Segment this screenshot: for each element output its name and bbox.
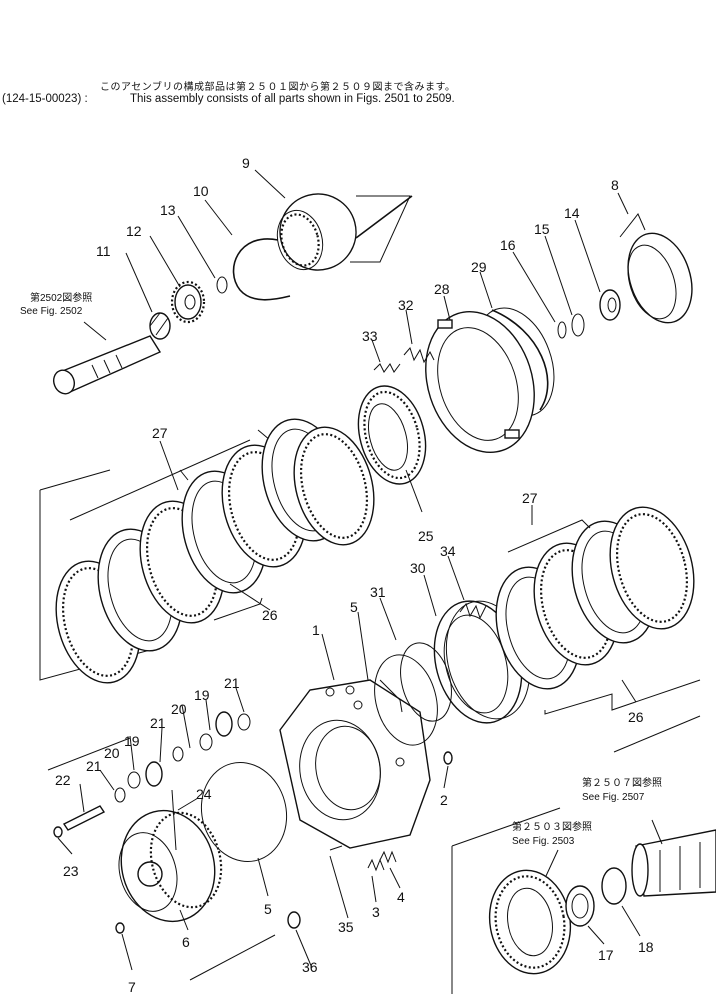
part-24-pin-drawing (171, 789, 177, 851)
part-35-pin-drawing (329, 845, 343, 851)
callout-25: 25 (418, 528, 434, 544)
header-japanese-note: このアセンブリの構成部品は第２５０１図から第２５０９図まで含みます。 (100, 82, 456, 93)
input-shaft-drawing (52, 335, 162, 395)
callout-31: 31 (370, 584, 386, 600)
callout-12: 12 (126, 223, 142, 239)
callout-29: 29 (471, 259, 487, 275)
callout-30: 30 (410, 560, 426, 576)
callout-17: 17 (598, 947, 614, 963)
callout-26-right: 26 (628, 709, 644, 725)
part-16-ring-drawing (557, 321, 567, 339)
callout-10: 10 (193, 183, 209, 199)
part-11-bearing-drawing (149, 312, 171, 340)
callout-32: 32 (398, 297, 414, 313)
output-shaft-drawing (631, 829, 716, 897)
ref-fig-2503-en: See Fig. 2503 (512, 836, 575, 847)
callout-18: 18 (638, 939, 654, 955)
ref-fig-2502-en: See Fig. 2502 (20, 306, 83, 317)
callout-5-upper: 5 (350, 599, 358, 615)
callout-5-lower: 5 (264, 901, 272, 917)
callout-20-upper: 20 (171, 701, 187, 717)
header-english-note: This assembly consists of all parts show… (130, 93, 455, 105)
part-18-bearing-drawing (601, 867, 627, 905)
part-3-4-springs-drawing (367, 850, 397, 872)
part-15-ring-drawing (571, 313, 585, 337)
part-33-spring-drawing (373, 363, 401, 373)
part-23-part-7-bolts-drawing (53, 826, 125, 934)
part-17-bearing-drawing (565, 885, 595, 927)
part-19-20-21-gears-drawing (114, 711, 251, 803)
callout-21-middle: 21 (150, 715, 166, 731)
callout-4: 4 (397, 889, 405, 905)
callout-33: 33 (362, 328, 378, 344)
clutch-discs-right-drawing (495, 506, 695, 690)
callout-24: 24 (196, 786, 212, 802)
callout-19-lower: 19 (124, 733, 140, 749)
callout-23: 23 (63, 863, 79, 879)
header-assembly-code: (124-15-00023) : (2, 93, 88, 105)
ref-fig-2507-ja: 第２５０７図参照 (582, 776, 662, 789)
part-6-carrier-drawing (118, 809, 223, 923)
part-10-snap-ring-drawing (232, 238, 291, 301)
ref-fig-2507-en: See Fig. 2507 (582, 792, 645, 803)
callout-9: 9 (242, 155, 250, 171)
part-22-shaft-drawing (62, 805, 106, 831)
callout-21-upper: 21 (224, 675, 240, 691)
callout-34: 34 (440, 543, 456, 559)
part-ring-gear-lower-drawing (488, 869, 572, 975)
callout-27-right: 27 (522, 490, 538, 506)
callout-21-lower: 21 (86, 758, 102, 774)
callout-3: 3 (372, 904, 380, 920)
ref-fig-2503-ja: 第２５０３図参照 (512, 820, 592, 833)
callout-22: 22 (55, 772, 71, 788)
callout-13: 13 (160, 202, 176, 218)
part-36-bolt-drawing (189, 911, 301, 981)
part-2-plug-drawing (443, 751, 453, 765)
callout-16: 16 (500, 237, 516, 253)
callout-15: 15 (534, 221, 550, 237)
callout-8: 8 (611, 177, 619, 193)
callout-7: 7 (128, 979, 136, 994)
part-25-hub-drawing (357, 385, 427, 485)
callout-6: 6 (182, 934, 190, 950)
callout-27-left: 27 (152, 425, 168, 441)
part-31-ring-drawing (400, 642, 452, 722)
part-12-gear-drawing (170, 280, 206, 324)
callout-36: 36 (302, 959, 318, 975)
callout-2: 2 (440, 792, 448, 808)
callout-35: 35 (338, 919, 354, 935)
callout-19-upper: 19 (194, 687, 210, 703)
part-34-spring-drawing (459, 602, 487, 620)
part-9-ring-gear-drawing (276, 193, 413, 271)
callout-1: 1 (312, 622, 320, 638)
callout-11: 11 (96, 243, 111, 259)
clutch-discs-left-drawing (55, 418, 375, 684)
part-5-oring-lower-drawing (200, 761, 288, 863)
part-14-bearing-drawing (599, 289, 621, 321)
ref-fig-2502-ja: 第2502図参照 (30, 291, 92, 304)
callout-26-left: 26 (262, 607, 278, 623)
part-32-spring-drawing (403, 347, 435, 364)
part-28-bracket-ring-drawing (425, 310, 535, 454)
part-5-ring-drawing (374, 654, 438, 746)
callout-14: 14 (564, 205, 580, 221)
part-13-ring-drawing (216, 276, 228, 294)
part-1-housing-drawing (279, 679, 431, 849)
part-8-ring-drawing (627, 232, 693, 324)
callout-28: 28 (434, 281, 450, 297)
callout-20-lower: 20 (104, 745, 120, 761)
